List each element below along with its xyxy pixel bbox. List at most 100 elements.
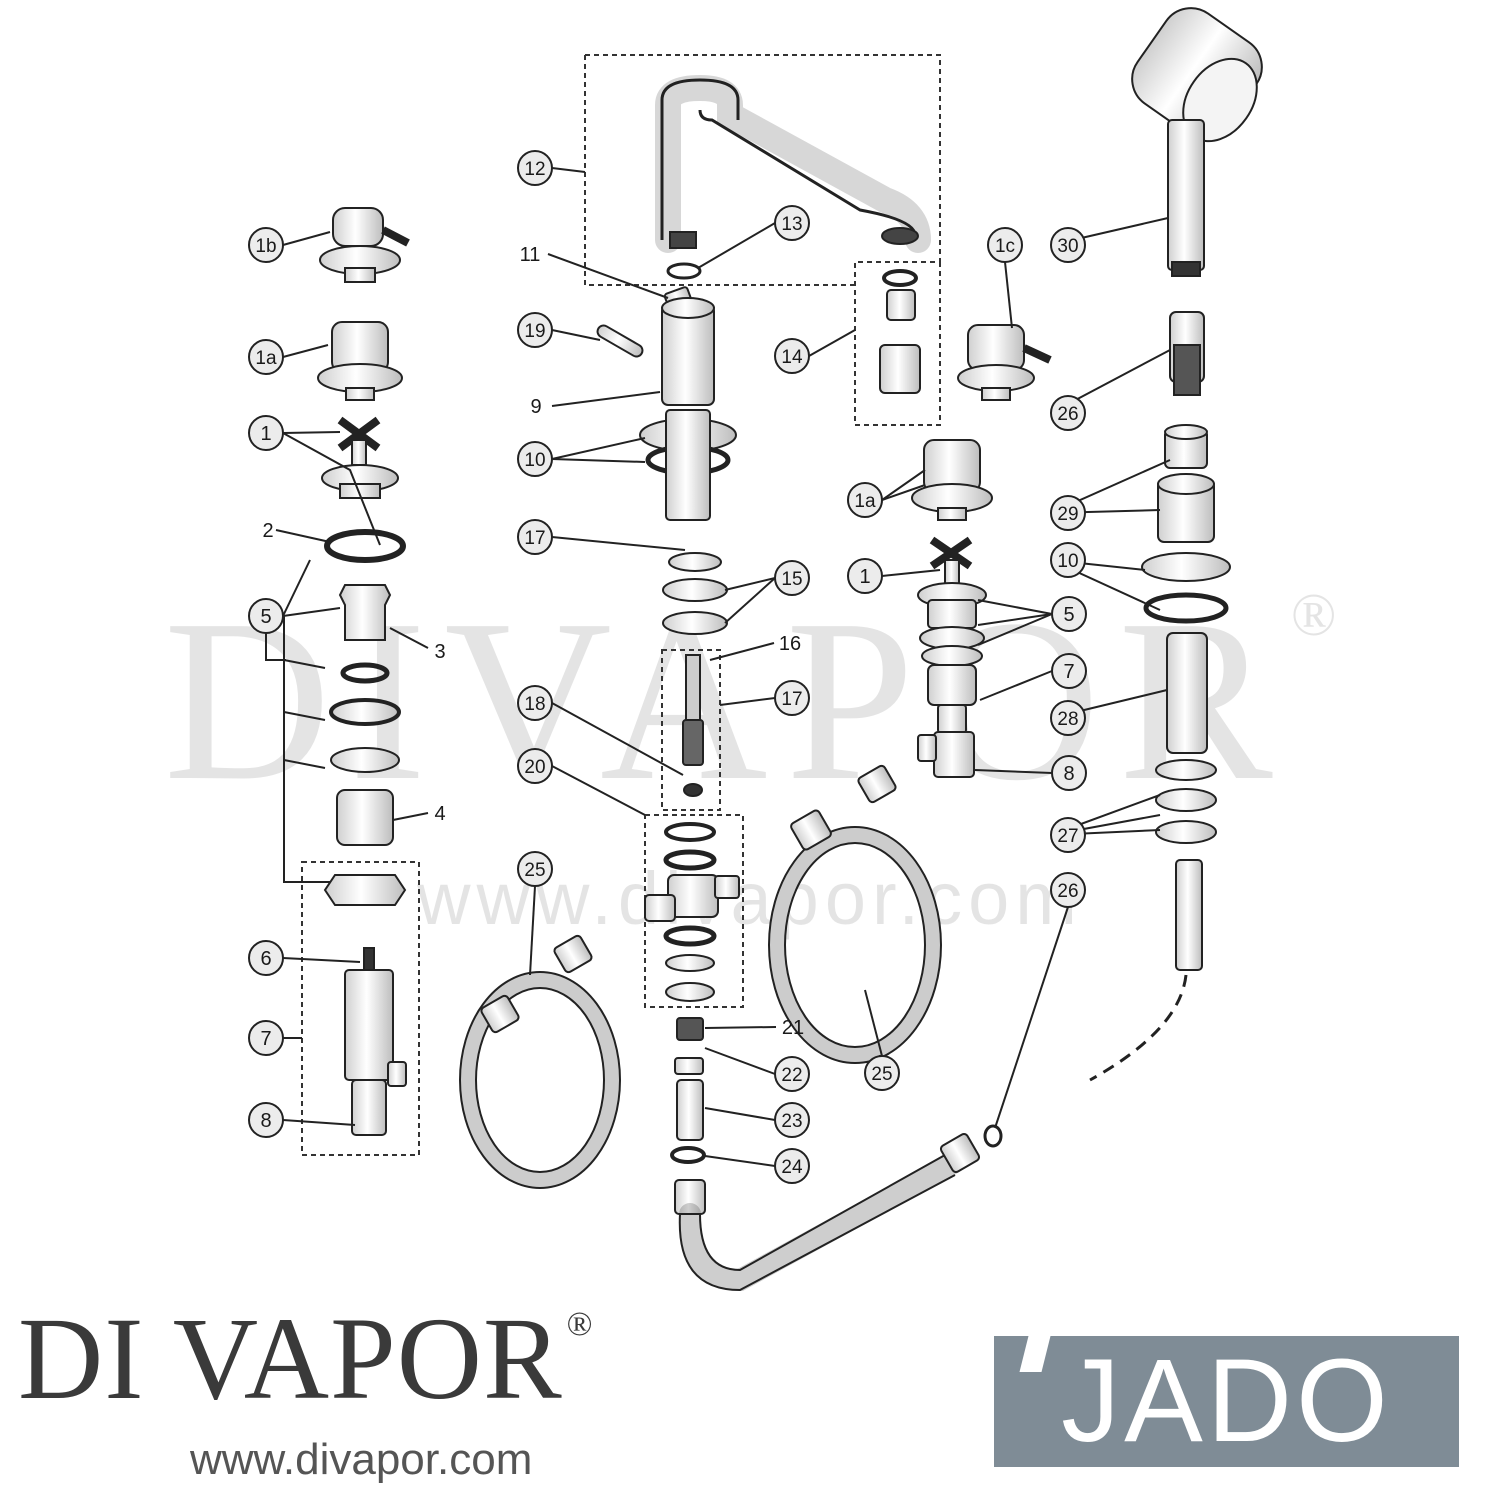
leader-line bbox=[389, 627, 429, 649]
hose-connector-26-thread bbox=[1173, 344, 1201, 396]
oring-2 bbox=[324, 529, 406, 563]
leader-line bbox=[697, 222, 776, 269]
callout-10: 10 bbox=[1050, 542, 1086, 578]
leader-line bbox=[265, 633, 286, 661]
cartridge-stem-17 bbox=[685, 654, 701, 726]
callout-label: 25 bbox=[524, 860, 545, 881]
callout-5: 5 bbox=[248, 598, 284, 634]
tube-23 bbox=[676, 1079, 704, 1141]
jado-logo: JADO bbox=[994, 1336, 1459, 1467]
callout-circle bbox=[248, 598, 284, 634]
leader-line bbox=[977, 613, 1053, 646]
leader-line bbox=[709, 642, 775, 661]
callout-circle bbox=[1050, 817, 1086, 853]
callout-label: 16 bbox=[779, 633, 801, 655]
valve-pin-6 bbox=[363, 947, 375, 971]
handle-1b-cap bbox=[332, 207, 384, 247]
callout-circle bbox=[774, 560, 810, 596]
spout-thread-left bbox=[669, 231, 697, 249]
hose-bottom bbox=[678, 1154, 961, 1292]
callout-circle bbox=[248, 940, 284, 976]
cross-handle-1-base bbox=[339, 483, 381, 499]
washer-5c bbox=[330, 747, 400, 773]
leader-line bbox=[551, 702, 684, 776]
callout-6: 6 bbox=[248, 940, 284, 976]
callout-label: 28 bbox=[1057, 709, 1078, 730]
valve-7-right-thread bbox=[937, 704, 967, 734]
leader-line bbox=[283, 711, 326, 721]
aerator-insert bbox=[886, 289, 916, 321]
callout-circle bbox=[517, 312, 553, 348]
callout-19: 19 bbox=[517, 312, 553, 348]
callout-circle bbox=[517, 519, 553, 555]
leader-line bbox=[282, 344, 329, 358]
valve-7-right bbox=[927, 664, 977, 706]
callout-circle bbox=[1051, 755, 1087, 791]
washer-13 bbox=[666, 262, 702, 280]
callout-label: 1a bbox=[255, 348, 277, 369]
hose-loop-right-nut-b bbox=[857, 764, 897, 804]
callout-12: 12 bbox=[517, 150, 553, 186]
callout-label: 18 bbox=[524, 694, 545, 715]
callout-circle bbox=[248, 415, 284, 451]
callout-20: 20 bbox=[517, 748, 553, 784]
callout-16: 16 bbox=[779, 633, 801, 655]
spout-end-right bbox=[881, 227, 919, 245]
callout-14: 14 bbox=[774, 338, 810, 374]
callout-label: 12 bbox=[524, 159, 545, 180]
callout-17: 17 bbox=[774, 680, 810, 716]
callout-circle bbox=[248, 1020, 284, 1056]
callout-1a: 1a bbox=[248, 339, 284, 375]
callout-circle bbox=[1050, 700, 1086, 736]
callout-1: 1 bbox=[248, 415, 284, 451]
flange-10-right bbox=[1141, 552, 1231, 582]
callout-5: 5 bbox=[1051, 596, 1087, 632]
group-box-20 bbox=[644, 814, 744, 1008]
callout-label: 23 bbox=[781, 1111, 802, 1132]
nut-21 bbox=[676, 1017, 704, 1041]
hose-bottom-outline bbox=[678, 1154, 956, 1292]
sleeve-29a-top bbox=[1164, 424, 1208, 440]
callout-18: 18 bbox=[517, 685, 553, 721]
diverter-washer-d bbox=[665, 954, 715, 972]
valve-8-right-port bbox=[917, 734, 937, 762]
leader-line bbox=[551, 437, 646, 460]
shower-handle bbox=[1167, 119, 1205, 271]
hose-loop-right bbox=[769, 827, 941, 1063]
callout-23: 23 bbox=[774, 1102, 810, 1138]
leader-line bbox=[282, 231, 331, 246]
body-9-top bbox=[661, 297, 715, 319]
callout-1b: 1b bbox=[248, 227, 284, 263]
group-box-7 bbox=[301, 861, 420, 1156]
callout-label: 7 bbox=[1063, 661, 1074, 683]
callout-circle bbox=[517, 685, 553, 721]
callout-22: 22 bbox=[774, 1056, 810, 1092]
leader-line bbox=[282, 431, 341, 434]
callout-circle bbox=[864, 1055, 900, 1091]
diverter-port-left bbox=[644, 894, 676, 922]
handle-1b-stem bbox=[344, 267, 376, 283]
sleeve-3 bbox=[338, 584, 392, 641]
callout-circle bbox=[774, 1056, 810, 1092]
callout-label: 22 bbox=[781, 1065, 802, 1086]
callout-25: 25 bbox=[517, 851, 553, 887]
callout-circle bbox=[774, 1102, 810, 1138]
callout-circle bbox=[774, 1148, 810, 1184]
callout-7: 7 bbox=[1051, 653, 1087, 689]
callout-label: 27 bbox=[1057, 826, 1078, 847]
cross-handle-1-right-stem bbox=[944, 559, 960, 586]
callout-4: 4 bbox=[434, 803, 445, 825]
callout-circle bbox=[1050, 227, 1086, 263]
leader-line bbox=[283, 759, 326, 769]
callout-label: 11 bbox=[520, 244, 541, 266]
leader-line bbox=[551, 765, 646, 816]
hose-loop-left-inner bbox=[475, 987, 605, 1173]
callout-label: 1 bbox=[260, 423, 271, 445]
washer-15b bbox=[662, 611, 728, 635]
callout-label: 10 bbox=[524, 450, 545, 471]
leader-line bbox=[881, 484, 926, 501]
valve-body-7 bbox=[344, 969, 394, 1081]
callout-10: 10 bbox=[517, 441, 553, 477]
callout-26: 26 bbox=[1050, 872, 1086, 908]
